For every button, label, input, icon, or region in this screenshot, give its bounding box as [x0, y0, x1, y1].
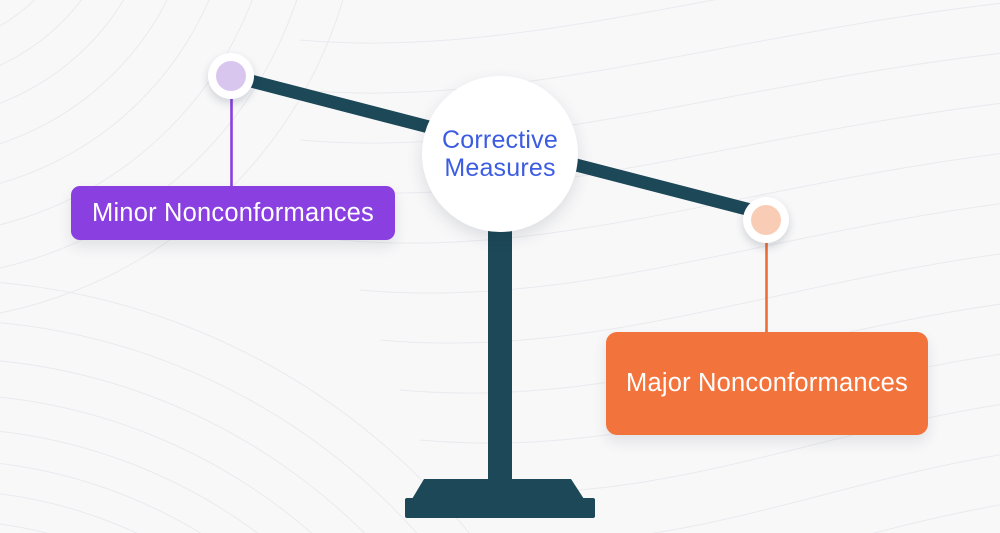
major-pivot-dot-icon [751, 205, 781, 235]
minor-pivot-dot-icon [216, 61, 246, 91]
stand-foot-trapezoid [412, 479, 584, 499]
major-nonconformances-label: Major Nonconformances [626, 369, 908, 397]
major-pivot-circle [743, 197, 789, 243]
minor-nonconformances-box: Minor Nonconformances [71, 186, 395, 240]
major-nonconformances-box: Major Nonconformances [606, 332, 928, 435]
minor-nonconformances-label: Minor Nonconformances [92, 198, 374, 227]
stand-foot-base [405, 498, 595, 518]
corrective-measures-label: Corrective Measures [442, 126, 558, 182]
minor-pivot-circle [208, 53, 254, 99]
corrective-measures-node: Corrective Measures [422, 76, 578, 232]
